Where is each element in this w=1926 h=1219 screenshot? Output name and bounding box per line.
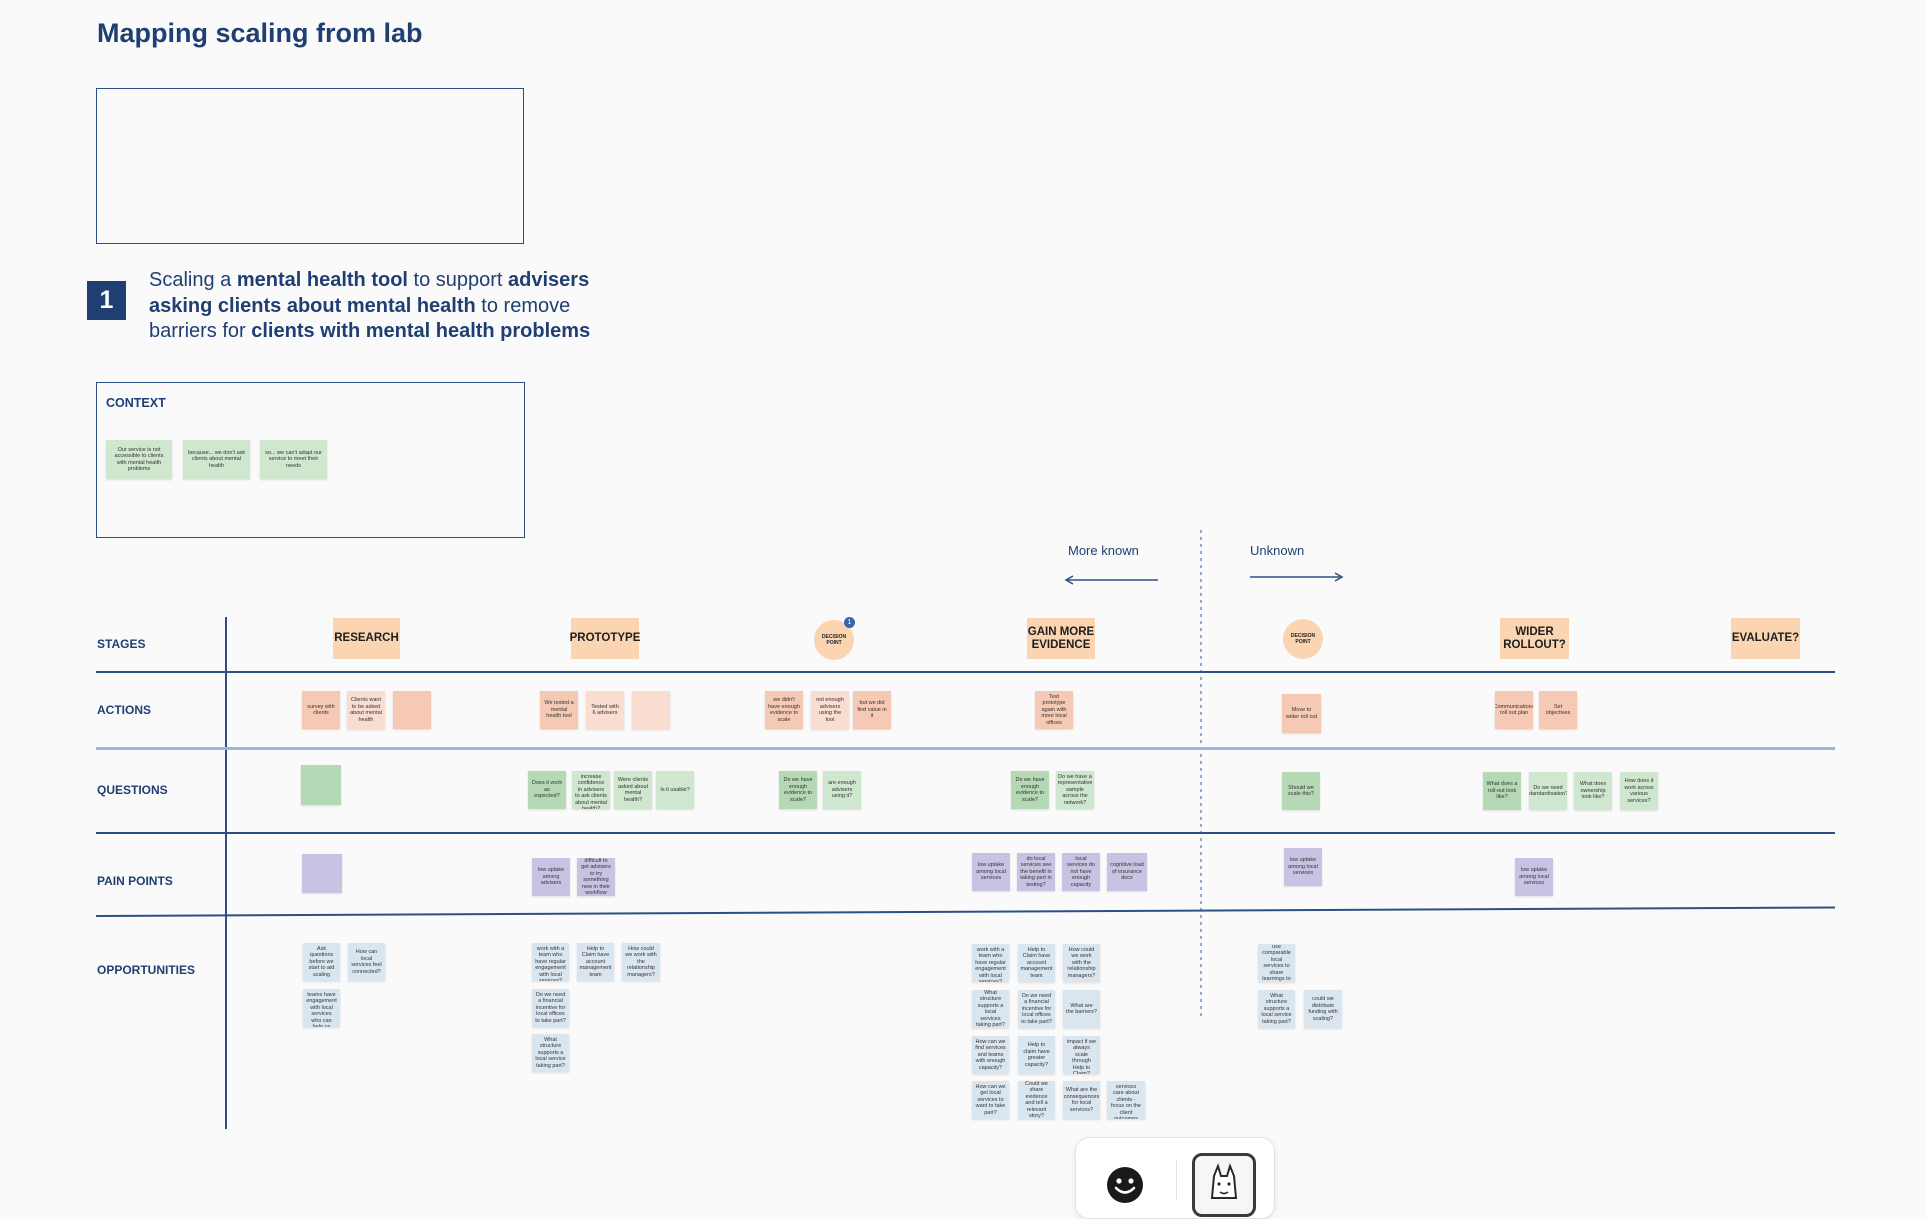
question-note[interactable]: Do we have enough evidence to scale? xyxy=(779,771,817,809)
opportunity-note[interactable]: What structure supports a local services… xyxy=(972,990,1009,1028)
row-label-stages: STAGES xyxy=(97,637,146,651)
unknown-arrow-icon xyxy=(1250,572,1344,582)
question-note[interactable]: Do we have a representative sample acros… xyxy=(1056,771,1094,809)
pain-point-note[interactable] xyxy=(302,854,342,893)
pain-point-note[interactable]: low uptake among local services xyxy=(1284,848,1322,886)
opportunity-note[interactable]: How could we work with the relationship … xyxy=(622,943,660,981)
opportunity-note[interactable]: what is the impact if we always scale th… xyxy=(1063,1036,1100,1074)
opportunity-note[interactable]: Could we use comparable local services t… xyxy=(1258,944,1295,982)
row-divider xyxy=(95,906,1835,917)
board-title: Mapping scaling from lab xyxy=(97,18,423,48)
row-divider xyxy=(96,832,1835,834)
stage-research[interactable]: RESEARCH xyxy=(333,618,400,659)
stage-gain-more-evidence[interactable]: GAIN MORE EVIDENCE xyxy=(1027,618,1095,659)
context-note[interactable]: so... we can't adapt our service to meet… xyxy=(260,440,327,479)
opportunity-note[interactable]: Local services care about clients - focu… xyxy=(1107,1081,1145,1119)
question-note[interactable]: did it increase confidence in advisers t… xyxy=(572,771,610,809)
known-unknown-divider xyxy=(1200,530,1202,1020)
toolbar-divider xyxy=(1176,1160,1177,1200)
pain-point-note[interactable]: low uptake among local services xyxy=(1515,858,1553,896)
action-note[interactable]: Move to wider roll out xyxy=(1282,694,1321,733)
pain-point-note[interactable]: low uptake among local services xyxy=(972,853,1010,891)
action-note[interactable]: not enough advisers using the tool xyxy=(811,691,849,729)
reaction-toolbar xyxy=(1075,1137,1275,1219)
opportunity-note[interactable]: Could we share evidence and tell a relev… xyxy=(1018,1081,1055,1119)
row-label-pain-points: PAIN POINTS xyxy=(97,874,173,888)
action-note[interactable]: Clients want to be asked about mental he… xyxy=(347,691,385,729)
problem-statement: Scaling a mental health tool to support … xyxy=(149,269,591,342)
action-note[interactable]: but we did find value in it xyxy=(853,691,891,729)
opportunity-note[interactable]: How can local services feel connected? xyxy=(348,943,385,981)
question-note[interactable]: How does it work across various services… xyxy=(1620,772,1658,810)
comment-count-badge[interactable]: 1 xyxy=(844,617,855,628)
stage-decision-point[interactable]: DECISION POINT xyxy=(1283,619,1323,659)
context-note[interactable]: Our service is not accessible to clients… xyxy=(106,440,172,479)
pain-point-note[interactable]: do local services see the benefit in tak… xyxy=(1017,853,1055,891)
more-known-arrow-icon xyxy=(1064,575,1158,585)
row-label-actions: ACTIONS xyxy=(97,703,151,717)
opportunity-note[interactable]: What structure supports a local service … xyxy=(1258,990,1295,1028)
action-note[interactable]: we didn't have enough evidence to scale xyxy=(765,691,803,729)
row-label-opportunities: OPPORTUNITIES xyxy=(97,963,196,977)
question-note[interactable]: What does ownership look like? xyxy=(1574,772,1612,810)
opportunity-note[interactable]: Do we need a financial incentive for loc… xyxy=(532,989,569,1027)
action-note[interactable]: survey with clients xyxy=(302,691,340,729)
opportunity-note[interactable]: Help to Claim have account management te… xyxy=(577,943,614,981)
pain-point-note[interactable]: cognitive load of insurance docs xyxy=(1107,853,1147,891)
question-note[interactable]: Does it work as expected? xyxy=(528,771,566,809)
action-note[interactable]: Communications roll out plan xyxy=(1495,691,1533,729)
smiley-icon[interactable] xyxy=(1105,1165,1145,1210)
opportunity-note[interactable]: Could we work with a team who have regul… xyxy=(532,943,569,981)
opportunity-note[interactable]: How can we get local services to want to… xyxy=(972,1081,1009,1119)
context-note[interactable]: because... we don't ask clients about me… xyxy=(183,440,250,479)
row-divider xyxy=(96,747,1835,750)
row-divider xyxy=(96,671,1835,673)
question-note[interactable]: What does a roll-out look like? xyxy=(1483,772,1521,810)
opportunity-note[interactable]: What structure supports a local service … xyxy=(532,1034,569,1072)
question-note[interactable]: are enough advisers using it? xyxy=(823,771,861,809)
action-note[interactable]: Set objectives xyxy=(1539,691,1577,729)
opportunity-note[interactable]: Could we work with a team who have regul… xyxy=(972,944,1009,982)
question-note[interactable]: Do we need standardisation? xyxy=(1529,772,1567,810)
opportunity-note[interactable]: What are the barriers? xyxy=(1063,990,1100,1028)
stage-wider-rollout[interactable]: WIDER ROLLOUT? xyxy=(1500,618,1569,659)
row-label-separator xyxy=(225,617,227,1129)
action-note[interactable]: Test prototype again with more local off… xyxy=(1035,691,1073,729)
stage-prototype[interactable]: PROTOTYPE xyxy=(570,618,640,659)
empty-frame[interactable] xyxy=(96,88,524,244)
opportunity-note[interactable]: How could we work with the relationship … xyxy=(1063,944,1100,982)
question-note[interactable]: Were clients asked about mental health? xyxy=(614,771,652,809)
statement-number-badge: 1 xyxy=(87,281,126,320)
pain-point-note[interactable]: local services do not have enough capaci… xyxy=(1062,853,1100,891)
action-note[interactable] xyxy=(632,691,670,729)
pain-point-note[interactable]: difficult to get advisers to try somethi… xyxy=(577,858,615,896)
mascot-avatar-icon[interactable] xyxy=(1192,1153,1256,1217)
opportunity-note[interactable]: Help to Claim have account management te… xyxy=(1018,944,1055,982)
action-note[interactable]: Tested with 6 advisers xyxy=(586,691,624,729)
more-known-label: More known xyxy=(1068,543,1139,558)
context-label: CONTEXT xyxy=(106,396,166,410)
opportunity-note[interactable]: Do we need a financial incentive for loc… xyxy=(1018,990,1055,1028)
action-note[interactable]: We tested a mental health tool xyxy=(540,691,578,729)
opportunity-note[interactable]: Help to claim have greater capacity? xyxy=(1018,1036,1055,1074)
action-note[interactable] xyxy=(393,691,431,729)
question-note[interactable]: Should we scale this? xyxy=(1282,772,1320,810)
unknown-label: Unknown xyxy=(1250,543,1305,558)
pain-point-note[interactable]: low uptake among advisers xyxy=(532,858,570,896)
opportunity-note[interactable]: Which teams have engagement with local s… xyxy=(303,989,340,1027)
row-label-questions: QUESTIONS xyxy=(97,783,168,797)
opportunity-note[interactable]: What are the consequences for local serv… xyxy=(1063,1081,1100,1119)
question-note[interactable]: Do we have enough evidence to scale? xyxy=(1011,771,1049,809)
opportunity-note[interactable]: Ask questions before we start to aid sca… xyxy=(303,943,340,981)
question-note[interactable]: Is it usable? xyxy=(656,771,694,809)
stage-evaluate[interactable]: EVALUATE? xyxy=(1731,618,1800,659)
question-note[interactable] xyxy=(301,765,341,805)
opportunity-note[interactable]: could we distribute funding with scaling… xyxy=(1304,990,1342,1028)
opportunity-note[interactable]: How can we find services and teams with … xyxy=(972,1036,1009,1074)
